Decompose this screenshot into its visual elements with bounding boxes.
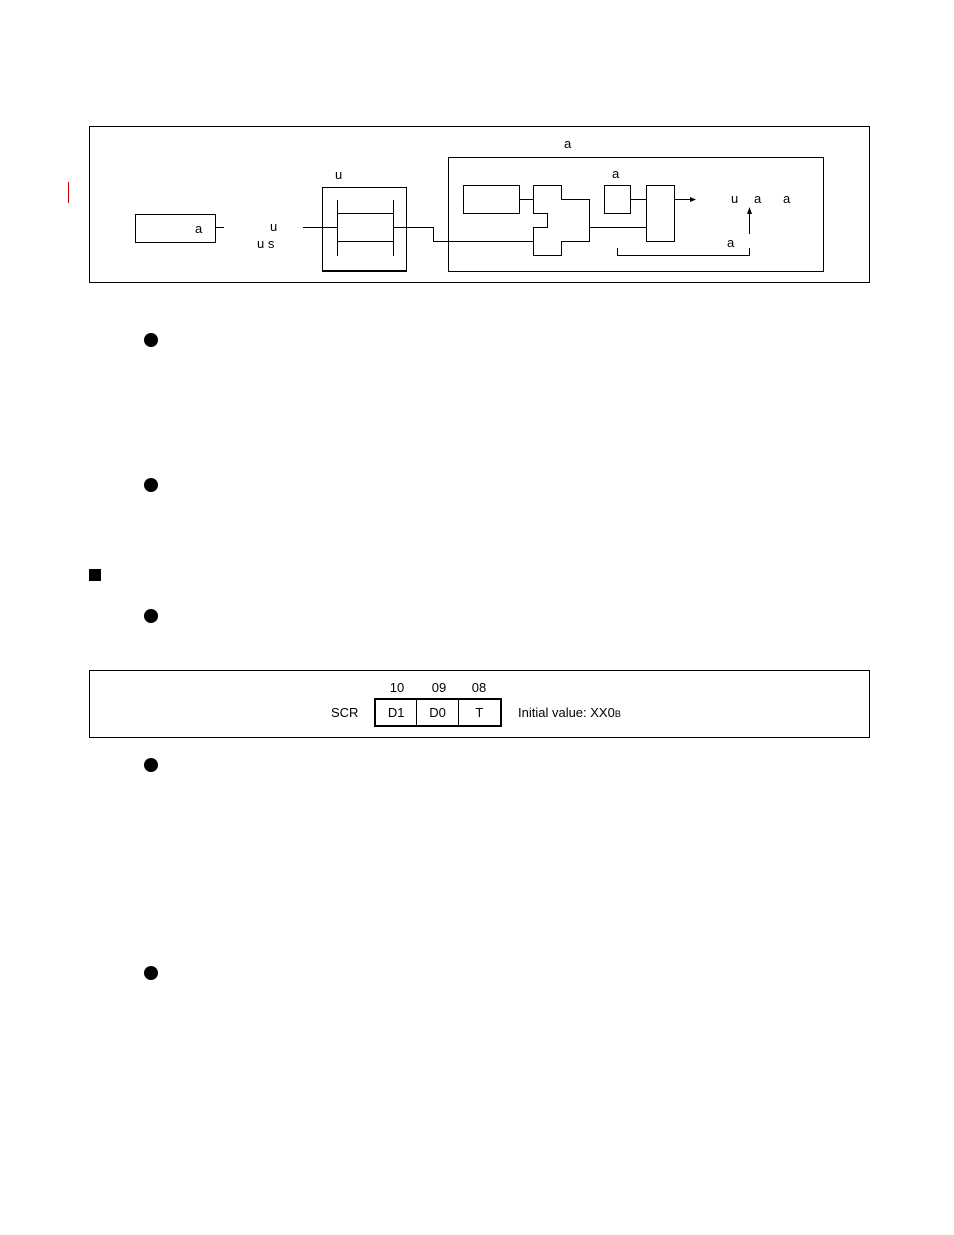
register-bit-row: D1 D0 T [374,698,502,727]
initial-value: Initial value: XX0B [518,705,621,720]
output-u-label: u [731,191,739,206]
bit-t: T [475,705,484,720]
inner-top-label: a [612,166,620,181]
bit-number-10: 10 [389,680,405,695]
bullet-4 [144,758,158,772]
bullet-2 [144,478,158,492]
feedback-label: a [727,235,735,250]
output-block [646,185,675,242]
bit-number-08: 08 [471,680,487,695]
initial-value-text: Initial value: XX0 [518,705,615,720]
mid-label-line2: u s [257,236,275,251]
section-square-bullet [89,569,101,581]
output-a1-label: a [754,191,762,206]
block-diagram-frame [89,126,870,283]
initial-value-radix: B [614,709,621,719]
bit-number-09: 09 [431,680,447,695]
bullet-3 [144,609,158,623]
block-diagram [135,157,824,272]
revision-change-bar [68,182,69,203]
register-name: SCR [331,705,359,720]
source-block [135,214,216,243]
bit-d1: D1 [376,700,418,726]
register-block [463,185,520,214]
bullet-5 [144,966,158,980]
source-label: a [195,221,203,236]
inner-block [448,157,824,272]
buffer-label: u [335,167,343,182]
outer-block-label: a [564,136,572,151]
selector-block [533,185,590,256]
mid-label-line1: u [270,219,278,234]
register-frame [89,670,870,738]
output-a2-label: a [783,191,791,206]
bullet-1 [144,333,158,347]
bit-d0: D0 [417,700,459,726]
small-block [604,185,631,214]
